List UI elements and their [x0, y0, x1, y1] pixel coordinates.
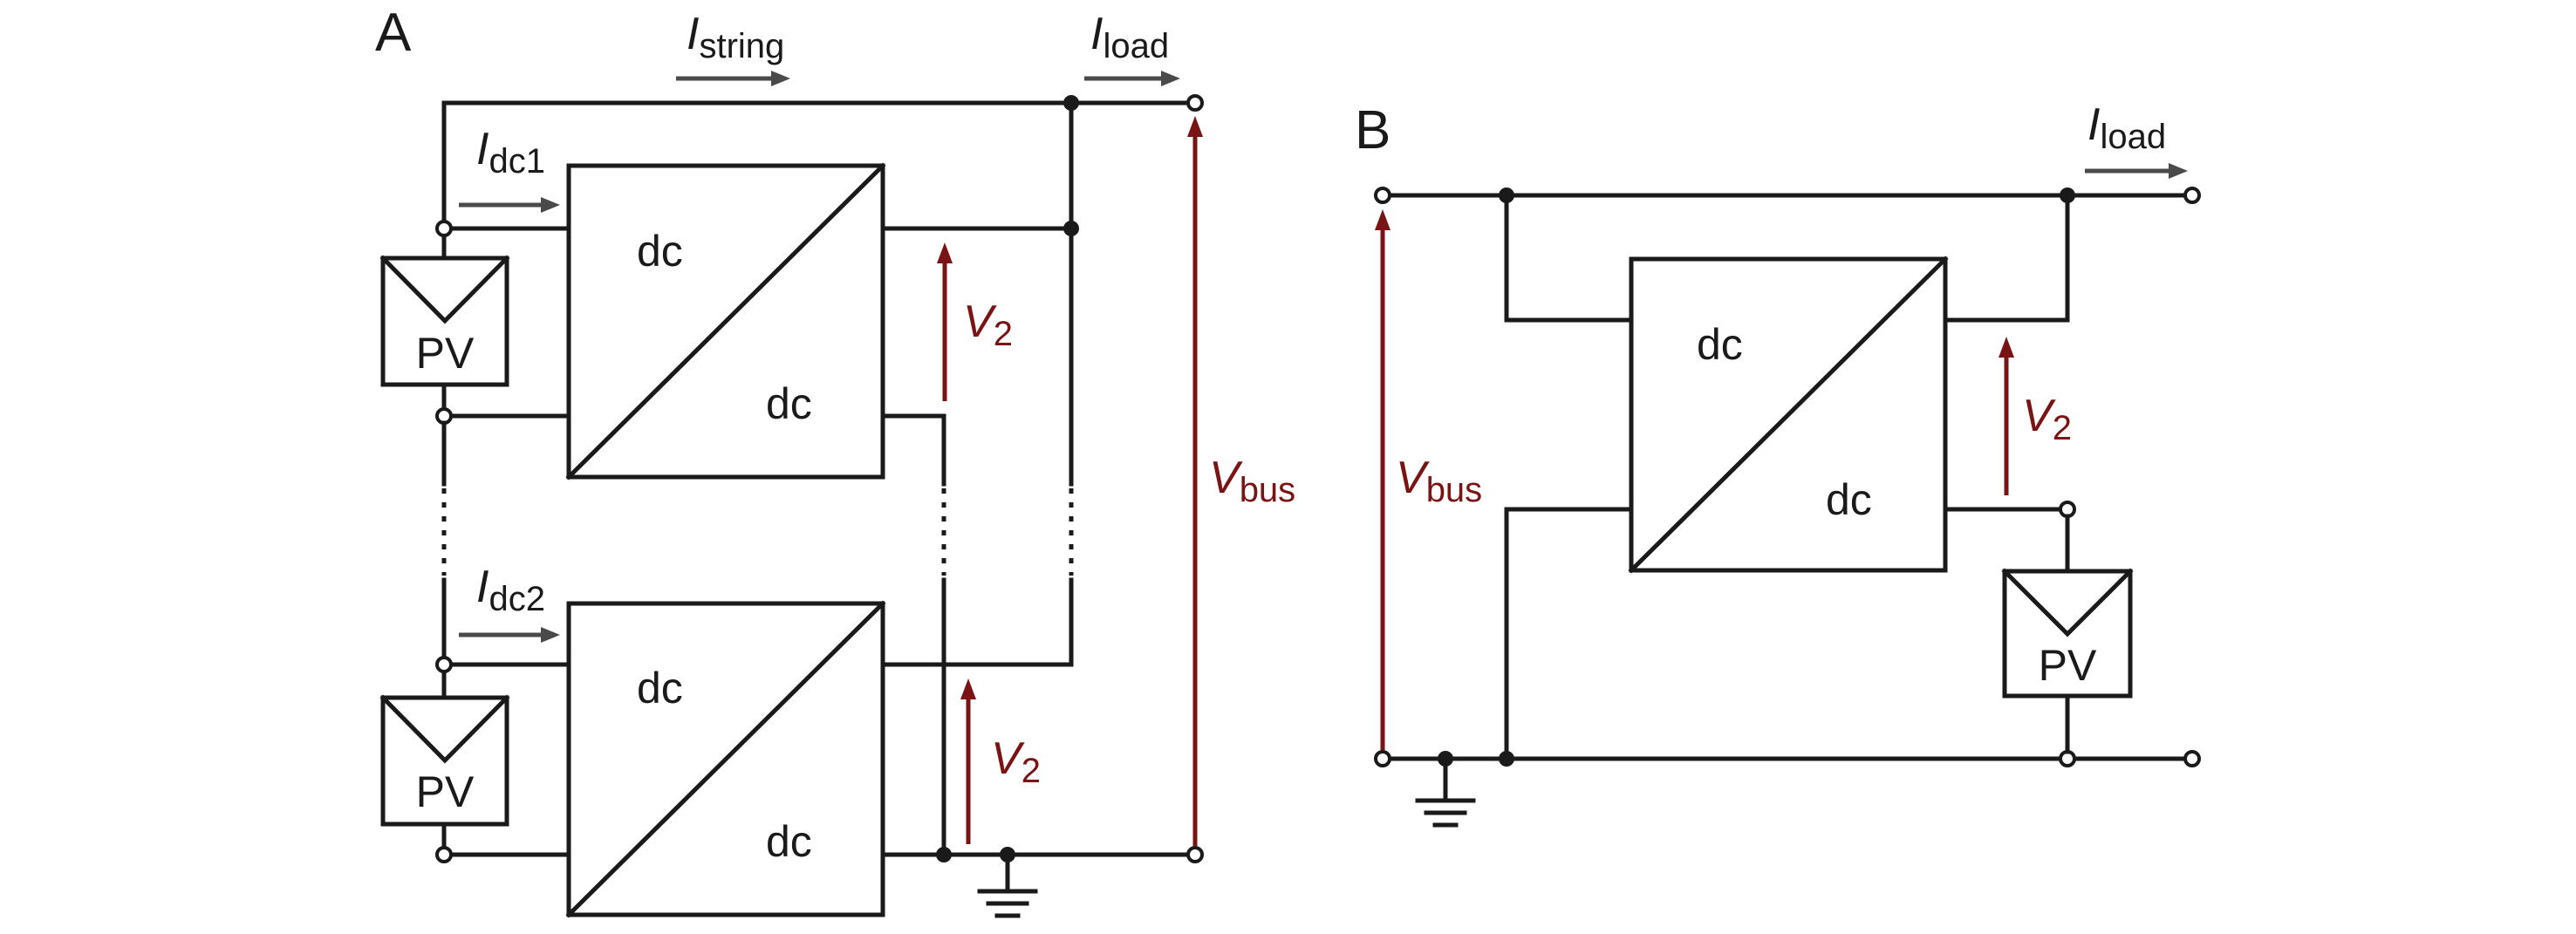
a-i-load-label: Iload [1090, 9, 1169, 65]
a-i-dc2-head [541, 627, 560, 643]
panel-b: B dc dc [1355, 99, 2201, 828]
a-v2-2-label: V2 [991, 733, 1041, 790]
a-pv-2-label: PV [416, 767, 475, 816]
a-v2-arrow-2 [960, 678, 976, 844]
a-load-terminal-top [1186, 94, 1204, 112]
a-converter-1-bottom-label: dc [766, 379, 812, 428]
b-v2-label: V2 [2022, 391, 2072, 447]
a-i-dc1-label: Idc1 [476, 124, 545, 181]
a-i-string-head [771, 71, 790, 86]
b-v2-head [1999, 337, 2014, 358]
a-vbus-label: Vbus [1209, 453, 1295, 509]
b-left-terminal-top [1374, 187, 1391, 204]
a-i-dc2-label: Idc2 [476, 562, 545, 618]
a-pv2-terminal-top [435, 656, 453, 673]
a-i-dc1-arrow [459, 197, 560, 213]
a-pv1-terminal-top [435, 220, 453, 237]
a-i-dc2-arrow [459, 627, 560, 643]
a-converter-1-diagonal [565, 162, 886, 481]
b-converter-top-label: dc [1697, 320, 1743, 369]
b-i-load-head [2169, 163, 2188, 179]
a-converter-2-bottom-label: dc [766, 817, 812, 866]
a-converter-2: dc dc [565, 600, 886, 918]
a-vbus-arrow [1187, 116, 1203, 846]
b-left-terminal-bottom [1374, 750, 1391, 767]
a-converter-1: dc dc [565, 162, 886, 481]
b-vbus-arrow [1375, 209, 1390, 750]
b-i-load-arrow [2085, 163, 2188, 179]
a-i-load-arrow [1084, 71, 1180, 86]
b-right-terminal-bottom [2183, 750, 2201, 767]
b-right-terminal-top [2183, 187, 2201, 204]
panel-a-label: A [375, 3, 412, 63]
a-pv2-terminal-bottom [435, 846, 453, 863]
a-pv-module-2: PV [379, 694, 510, 827]
b-pv-module: PV [2001, 568, 2134, 699]
a-i-string-arrow [676, 71, 790, 86]
b-pv-chevron [2001, 568, 2134, 637]
a-pv-2-chevron [379, 694, 510, 764]
b-vbus-label: Vbus [1396, 453, 1482, 509]
a-v2-1-label: V2 [963, 297, 1013, 353]
a-converter-2-top-label: dc [637, 664, 683, 712]
b-pv-label: PV [2039, 641, 2097, 690]
a-ground-symbol [977, 852, 1038, 918]
b-converter-bottom-label: dc [1826, 475, 1872, 524]
a-pv-1-label: PV [416, 329, 475, 378]
a-converter-1-top-label: dc [637, 227, 683, 276]
b-v2-arrow [1999, 337, 2014, 495]
a-i-load-head [1161, 71, 1180, 86]
a-i-string-label: Istring [687, 9, 784, 65]
a-pv-1-chevron [379, 255, 510, 324]
a-v2-1-head [937, 242, 953, 263]
a-converter-2-diagonal [565, 600, 886, 918]
a-pv-module-1: PV [379, 255, 510, 387]
a-bottom-node-1 [936, 847, 952, 862]
b-i-load-label: Iload [2087, 99, 2166, 156]
b-converter-diagonal [1628, 256, 1949, 574]
a-v2-2-head [960, 678, 976, 699]
a-load-terminal-bottom [1186, 846, 1204, 863]
a-i-dc1-head [541, 197, 560, 213]
b-vbus-head [1375, 209, 1390, 230]
a-vbus-head [1187, 116, 1203, 137]
panel-b-label: B [1355, 100, 1390, 160]
panel-a: A dc dc PV [375, 3, 1295, 918]
a-v2-arrow-1 [937, 242, 953, 401]
b-ground-symbol [1415, 756, 1476, 828]
b-converter: dc dc [1628, 256, 1949, 574]
